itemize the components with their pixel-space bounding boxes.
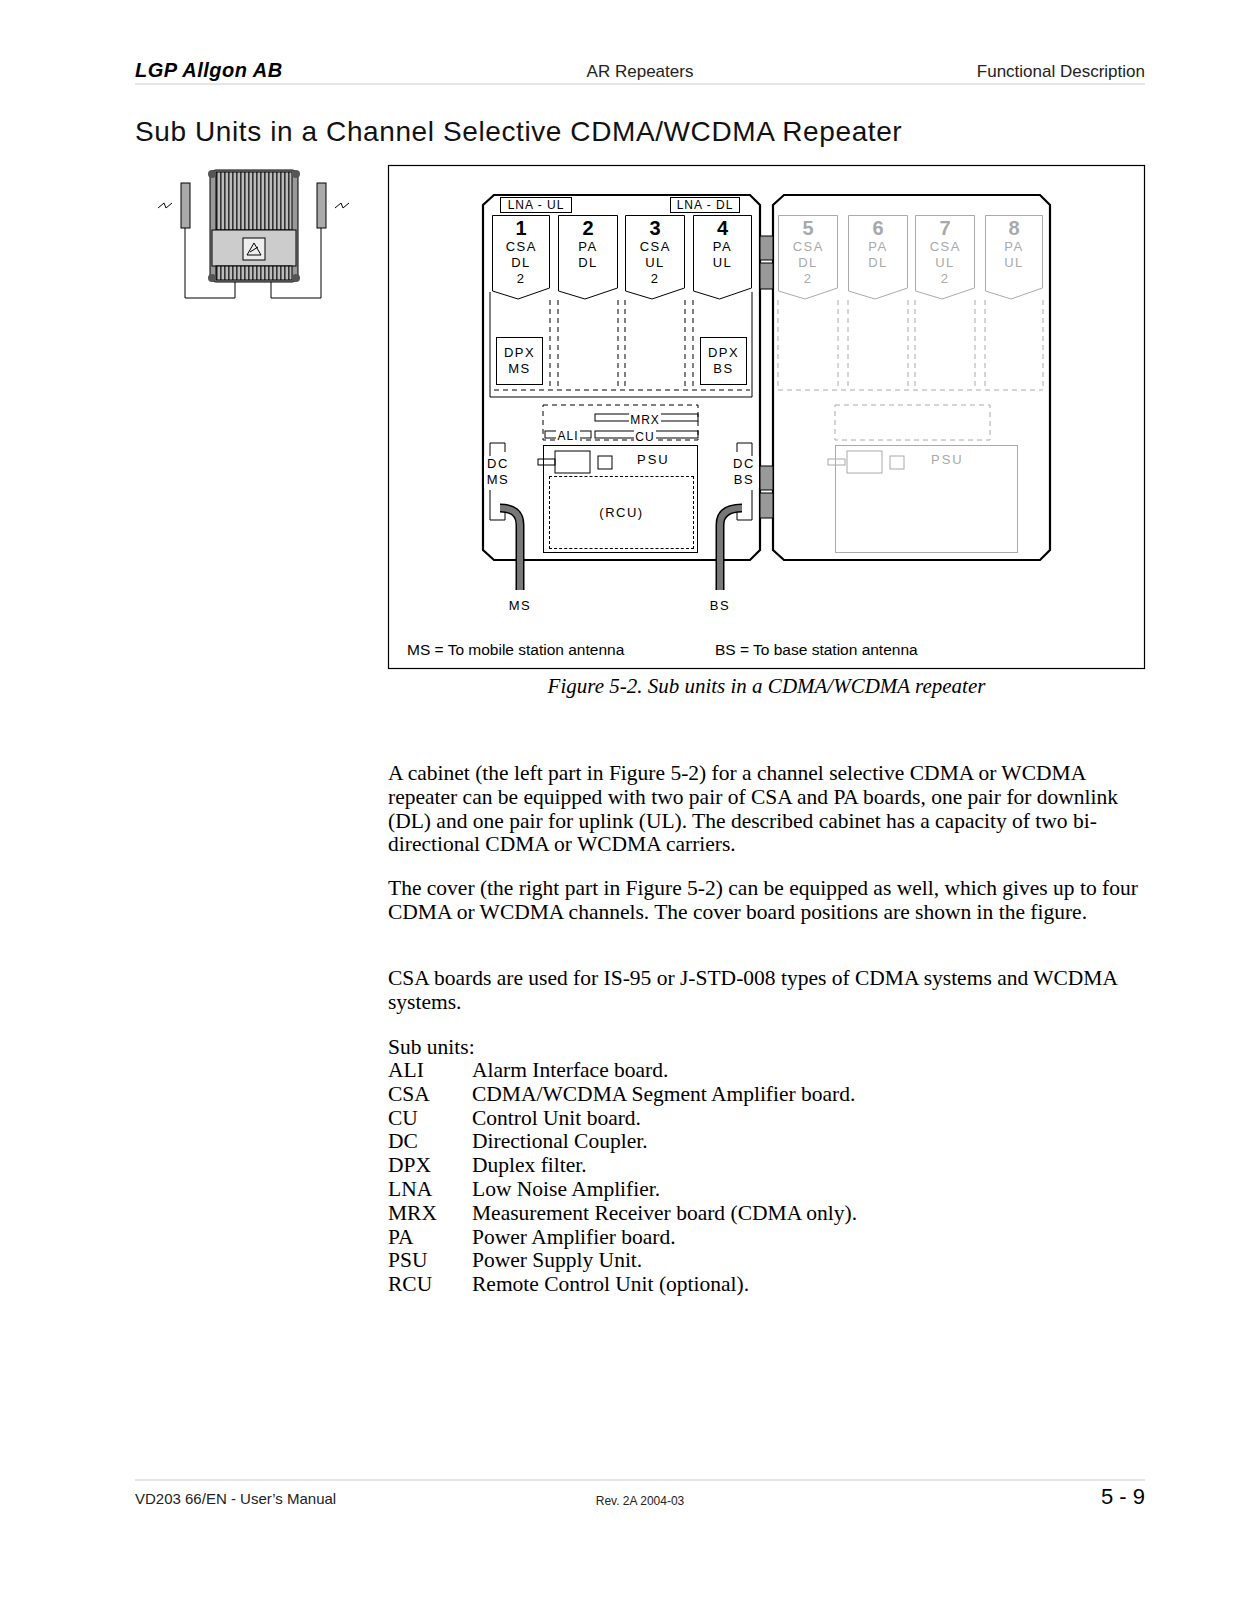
text-label: The cover (the right part in Figure 5-2)… [388,877,1150,925]
text-label: CSA boards are used for IS-95 or J-STD-0… [388,967,1150,1015]
duplex-filter: DPX BS [700,337,747,385]
text-label: RCU [388,1273,432,1297]
node-text: PSU [637,452,670,468]
node-text: 2 [582,217,593,239]
node-text: 1 [515,217,526,239]
text-label: 5 - 9 [1000,1484,1145,1510]
node-text: PA DL [578,239,598,271]
text-label: MS [497,598,543,614]
remote-control-unit: (RCU) [549,476,694,549]
board-slot: 5CSA DL 2 [778,215,838,300]
text-label: LGP Allgon AB [135,58,283,82]
text-label: Low Noise Amplifier. [472,1178,660,1202]
text-label: Functional Description [880,61,1145,83]
node-text: LNA - DL [671,198,739,212]
text-label: DPX [388,1154,431,1178]
page-title: Sub Units in a Channel Selective CDMA/WC… [135,114,902,150]
text-label: CU [388,1107,418,1131]
text-label: BS [697,598,743,614]
power-supply: PSU [835,445,1018,553]
node-text: CSA DL 2 [793,239,824,287]
node-text: DC MS [487,456,510,488]
board-slot: 8PA UL [985,215,1043,300]
text-label: AR Repeaters [540,61,740,83]
node-text: 8 [1008,217,1019,239]
directional-coupler: DC MS [484,456,512,488]
repeater-thumbnail [158,170,349,298]
measurement-board: MRX [623,410,667,432]
text-label: ALI [388,1059,424,1083]
node-text: PA UL [1004,239,1024,271]
text-label: Power Amplifier board. [472,1226,676,1250]
text-label: LNA [388,1178,432,1202]
node-text: PSU [931,452,964,468]
text-label: Measurement Receiver board (CDMA only). [472,1202,857,1226]
node-text: 7 [939,217,950,239]
node-text: CU [634,430,655,444]
text-label: Power Supply Unit. [472,1249,642,1273]
text-label: Control Unit board. [472,1107,641,1131]
text-label: Sub units: [388,1036,475,1060]
text-label: MS = To mobile station antenna [407,640,624,660]
node-text: 4 [717,217,728,239]
node-text: DPX BS [708,345,739,377]
node-text: MRX [629,413,661,427]
text-label: BS = To base station antenna [715,640,918,660]
text-label: A cabinet (the left part in Figure 5-2) … [388,762,1150,857]
amplifier-label: LNA - DL [670,197,740,213]
text-label: PSU [388,1249,427,1273]
duplex-filter: DPX MS [496,337,543,385]
node-text: 6 [872,217,883,239]
node-text: 3 [649,217,660,239]
figure-caption: Figure 5-2. Sub units in a CDMA/WCDMA re… [388,673,1145,699]
board-slot: 4PA UL [693,215,752,300]
board-slot: 2PA DL [558,215,618,300]
node-text: 5 [802,217,813,239]
node-text: (RCU) [599,505,643,520]
text-label: CSA [388,1083,430,1107]
power-supply: PSU (RCU) [543,445,698,553]
text-label: VD203 66/EN - User’s Manual [135,1489,336,1509]
node-text: PA DL [868,239,888,271]
text-label: DC [388,1130,418,1154]
text-label: CDMA/WCDMA Segment Amplifier board. [472,1083,855,1107]
node-text: PA UL [713,239,733,271]
directional-coupler: DC BS [729,456,759,488]
board-slot: 7CSA UL 2 [915,215,975,300]
amplifier-label: LNA - UL [500,197,572,213]
node-text: DC BS [733,456,755,488]
node-text: CSA UL 2 [930,239,961,287]
node-text: LNA - UL [501,198,571,212]
board-slot: 3CSA UL 2 [625,215,685,300]
text-label: Rev. 2A 2004-03 [540,1493,740,1509]
text-label: Remote Control Unit (optional). [472,1273,749,1297]
board-slot: 6PA DL [848,215,908,300]
text-label: MRX [388,1202,437,1226]
node-text: DPX MS [504,345,535,377]
text-label: Alarm Interface board. [472,1059,668,1083]
node-text: ALI [556,429,579,443]
text-label: Directional Coupler. [472,1130,648,1154]
text-label: Duplex filter. [472,1154,587,1178]
text-label: PA [388,1226,414,1250]
node-text: CSA UL 2 [640,239,671,287]
board-slot: 1CSA DL 2 [492,215,550,300]
node-text: CSA DL 2 [506,239,537,287]
